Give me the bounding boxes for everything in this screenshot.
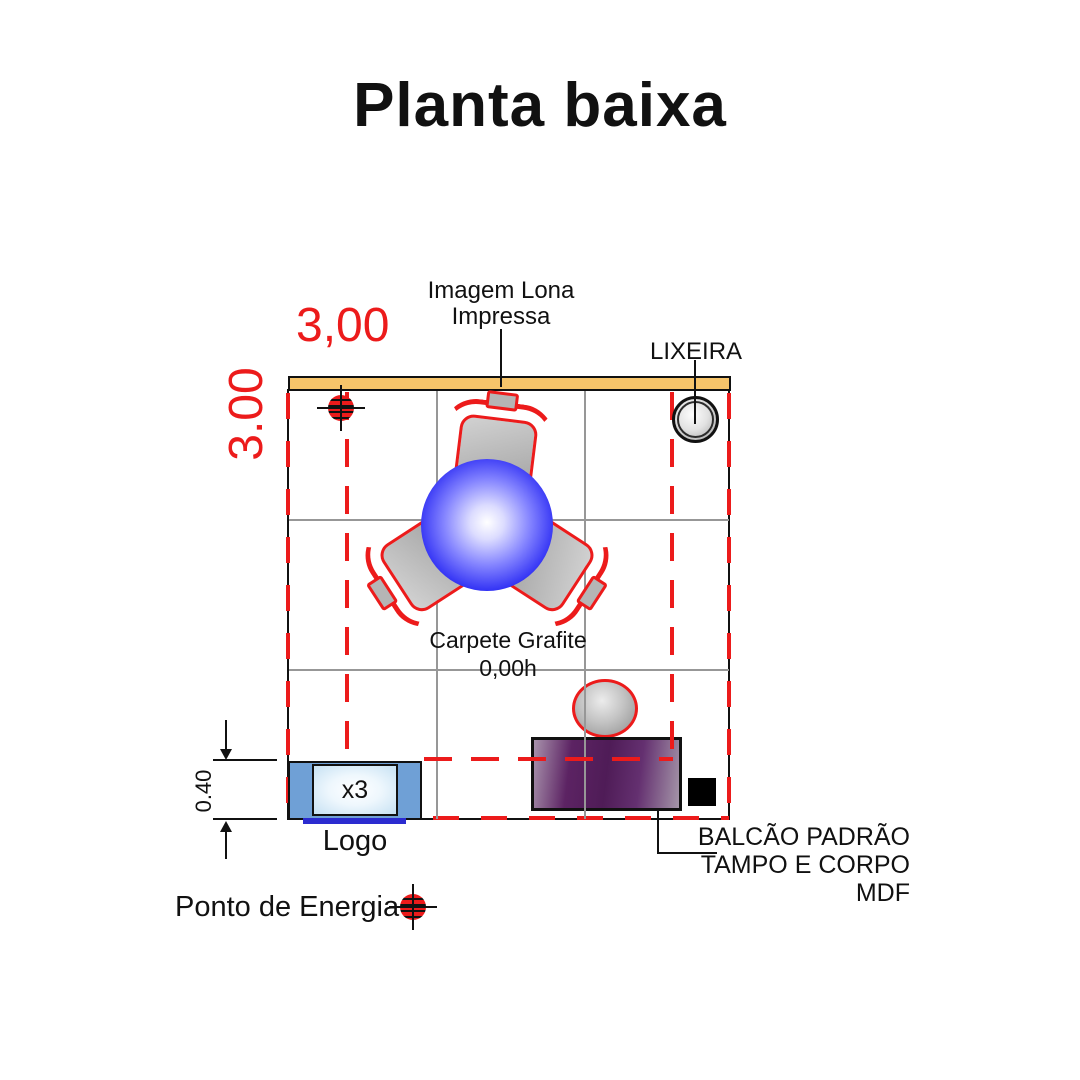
printed-canvas-banner [288,376,731,391]
dimension-extension-line-bottom [213,818,277,820]
counter-leader-line-horizontal [657,852,717,854]
carpet-label-line2: 0,00h [479,655,537,681]
booth-left-dashed-edge [286,393,290,819]
grid-line-horizontal-2 [289,669,729,671]
trash-leader-line [694,360,696,424]
energy-point-crosshair-vertical [412,884,414,930]
floor-box-marker [688,778,716,806]
dimension-counter-depth-label: 0.40 [191,769,216,813]
booth-right-dashed-edge [727,393,731,819]
dimension-arrow-down-icon [220,749,232,760]
layout-dashed-line-right [670,392,674,760]
counter-label-line1: BALCÃO PADRÃO [697,823,910,851]
booth-bottom-dashed-edge [289,816,729,820]
banner-label-line1: Imagem Lona [427,277,575,304]
layout-dashed-line-bottom [424,757,673,761]
carpet-label: Carpete Grafite 0,00h [408,626,608,682]
counter-label: BALCÃO PADRÃO TAMPO E CORPO MDF [655,823,910,907]
counter [531,737,682,811]
logo-label: Logo [322,825,388,857]
trash-label: LIXEIRA [650,338,743,365]
dimension-width-label: 3,00 [296,299,390,352]
banner-leader-line [500,329,502,387]
counter-label-line2: TAMPO E CORPO MDF [700,851,910,907]
dimension-arrow-stem-top [225,720,227,750]
logo-crate-inner: x3 [312,764,398,816]
energy-legend-label: Ponto de Energia [175,891,400,923]
stool [572,679,638,738]
logo-crate-base-strip [303,818,406,824]
energy-point-crosshair-vertical [340,385,342,431]
round-table [421,459,553,591]
page-title: Planta baixa [353,71,727,140]
banner-label: Imagem Lona Impressa [401,278,601,330]
counter-leader-line-vertical [657,808,659,854]
grid-line-vertical-1 [436,391,438,819]
carpet-label-line1: Carpete Grafite [429,627,587,653]
banner-label-line2: Impressa [451,303,551,330]
dimension-height-label: 3.00 [220,367,273,461]
dimension-arrow-up-icon [220,821,232,832]
dimension-extension-line-top [213,759,277,761]
dimension-arrow-stem-bottom [225,831,227,859]
chair-headrest [485,390,520,412]
layout-dashed-line-left [345,392,349,762]
